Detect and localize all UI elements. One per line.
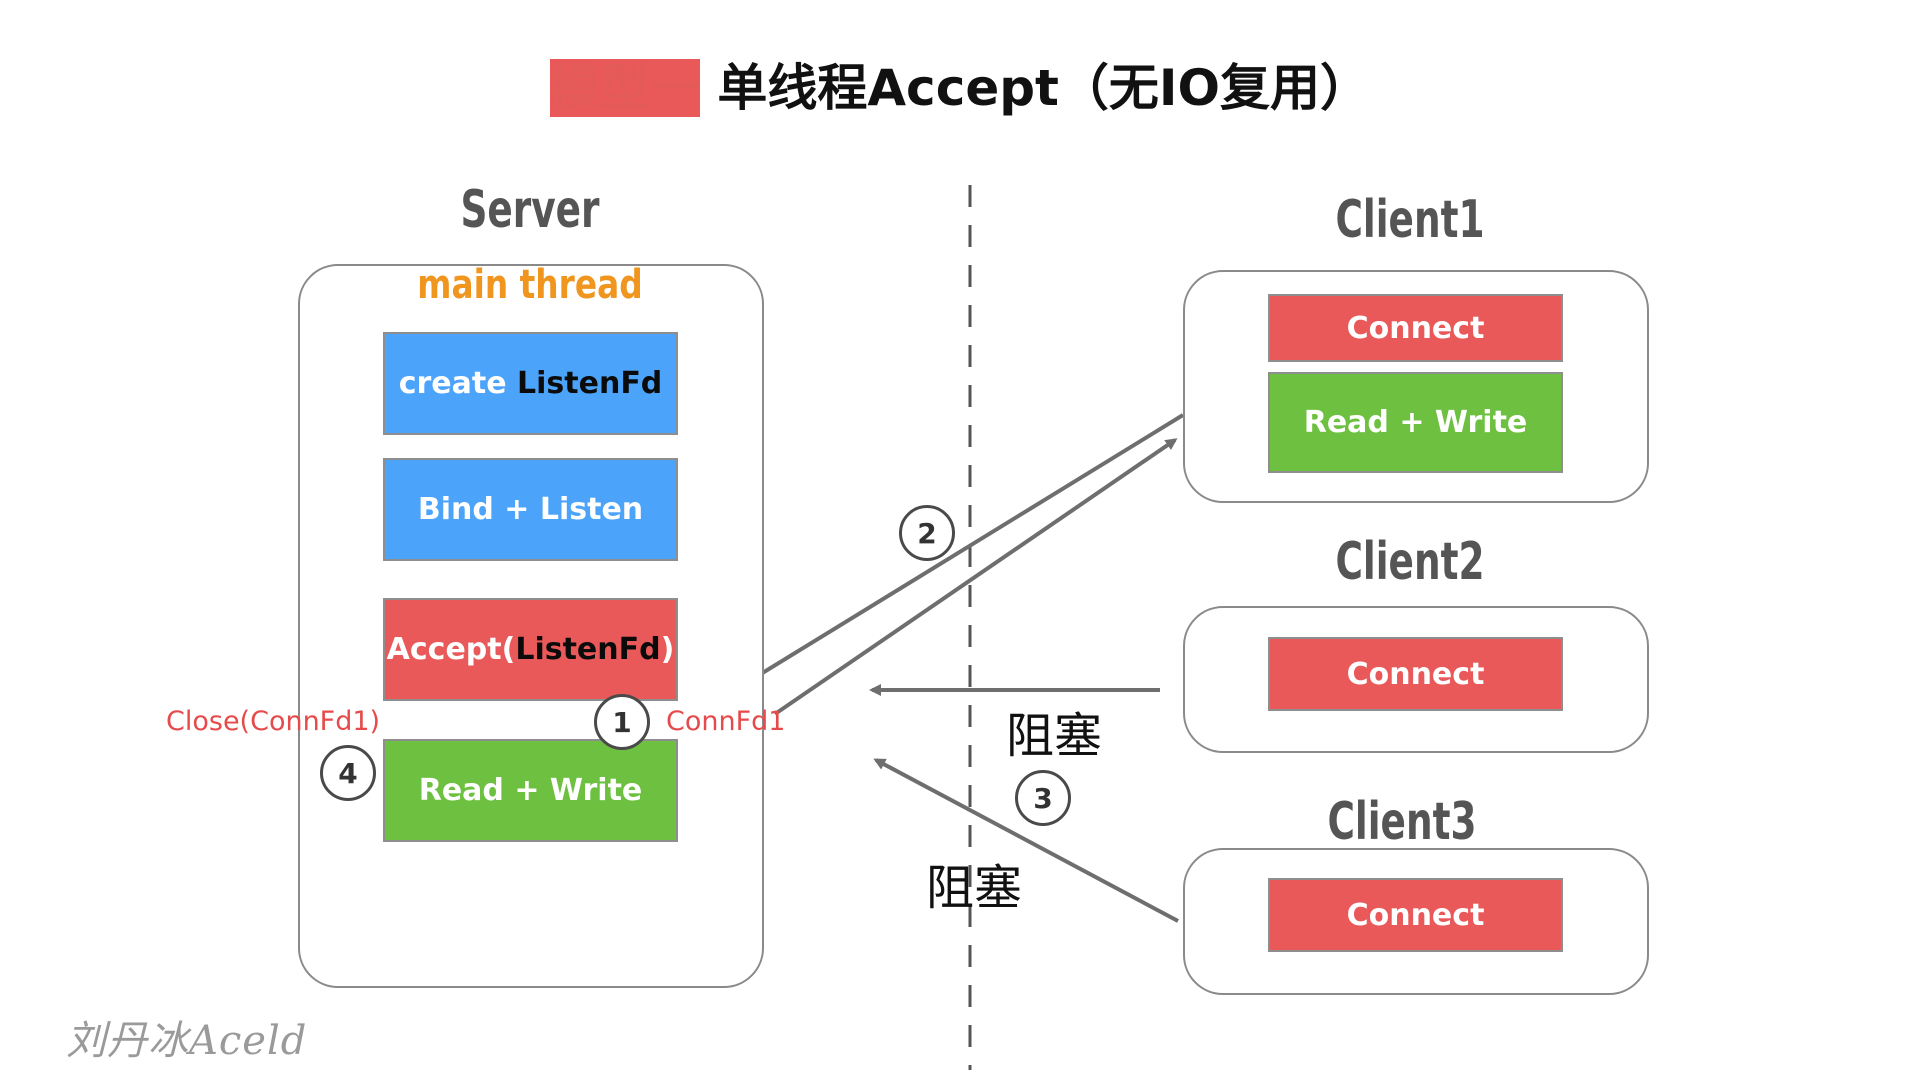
listenfd-text: ListenFd (517, 366, 663, 401)
client2-connect-box: Connect (1268, 637, 1563, 711)
author-watermark: 刘丹冰Aceld (66, 1018, 308, 1064)
blocked-label-client2: 阻塞 (1006, 708, 1103, 764)
server-label: Server (460, 180, 600, 240)
accept-listenfd-text: ListenFd (515, 632, 661, 667)
client1-connect-box: Connect (1268, 294, 1563, 362)
client2-label: Client2 (1335, 532, 1485, 592)
server-read-write-text: Read + Write (418, 773, 643, 808)
title-main: 单线程Accept（无IO复用） (699, 59, 1371, 117)
step-1-badge: 1 (594, 694, 650, 750)
create-listenfd-box: create ListenFd (383, 332, 678, 435)
close-connfd-label: Close(ConnFd1) (166, 706, 381, 737)
arrow-connect-to-accept (735, 413, 1185, 690)
client1-connect-text: Connect (1346, 310, 1485, 346)
bind-listen-text: Bind + Listen (417, 492, 644, 527)
create-text: create (398, 366, 518, 401)
connfd-label: ConnFd1 (666, 706, 786, 737)
accept-box: Accept(ListenFd) (383, 598, 678, 701)
page-title: 模型一 单线程Accept（无IO复用） (0, 48, 1920, 120)
client3-connect-text: Connect (1346, 897, 1485, 933)
accept-suffix-text: ) (660, 632, 675, 667)
step-2-badge: 2 (899, 505, 955, 561)
server-read-write-box: Read + Write (383, 739, 678, 842)
accept-prefix-text: Accept( (386, 632, 516, 667)
client2-connect-text: Connect (1346, 656, 1485, 692)
client1-read-write-box: Read + Write (1268, 372, 1563, 473)
arrow-client3-blocked (873, 758, 1179, 923)
client1-read-write-text: Read + Write (1303, 405, 1528, 440)
main-thread-label: main thread (417, 262, 643, 308)
client1-label: Client1 (1335, 190, 1485, 250)
client3-label: Client3 (1327, 792, 1477, 852)
arrow-connfd-to-client1 (773, 438, 1178, 716)
bind-listen-box: Bind + Listen (383, 458, 678, 561)
blocked-label-client3: 阻塞 (926, 860, 1023, 916)
client3-connect-box: Connect (1268, 878, 1563, 952)
step-4-badge: 4 (320, 745, 376, 801)
title-prefix: 模型一 (549, 59, 700, 117)
step-3-badge: 3 (1015, 770, 1071, 826)
